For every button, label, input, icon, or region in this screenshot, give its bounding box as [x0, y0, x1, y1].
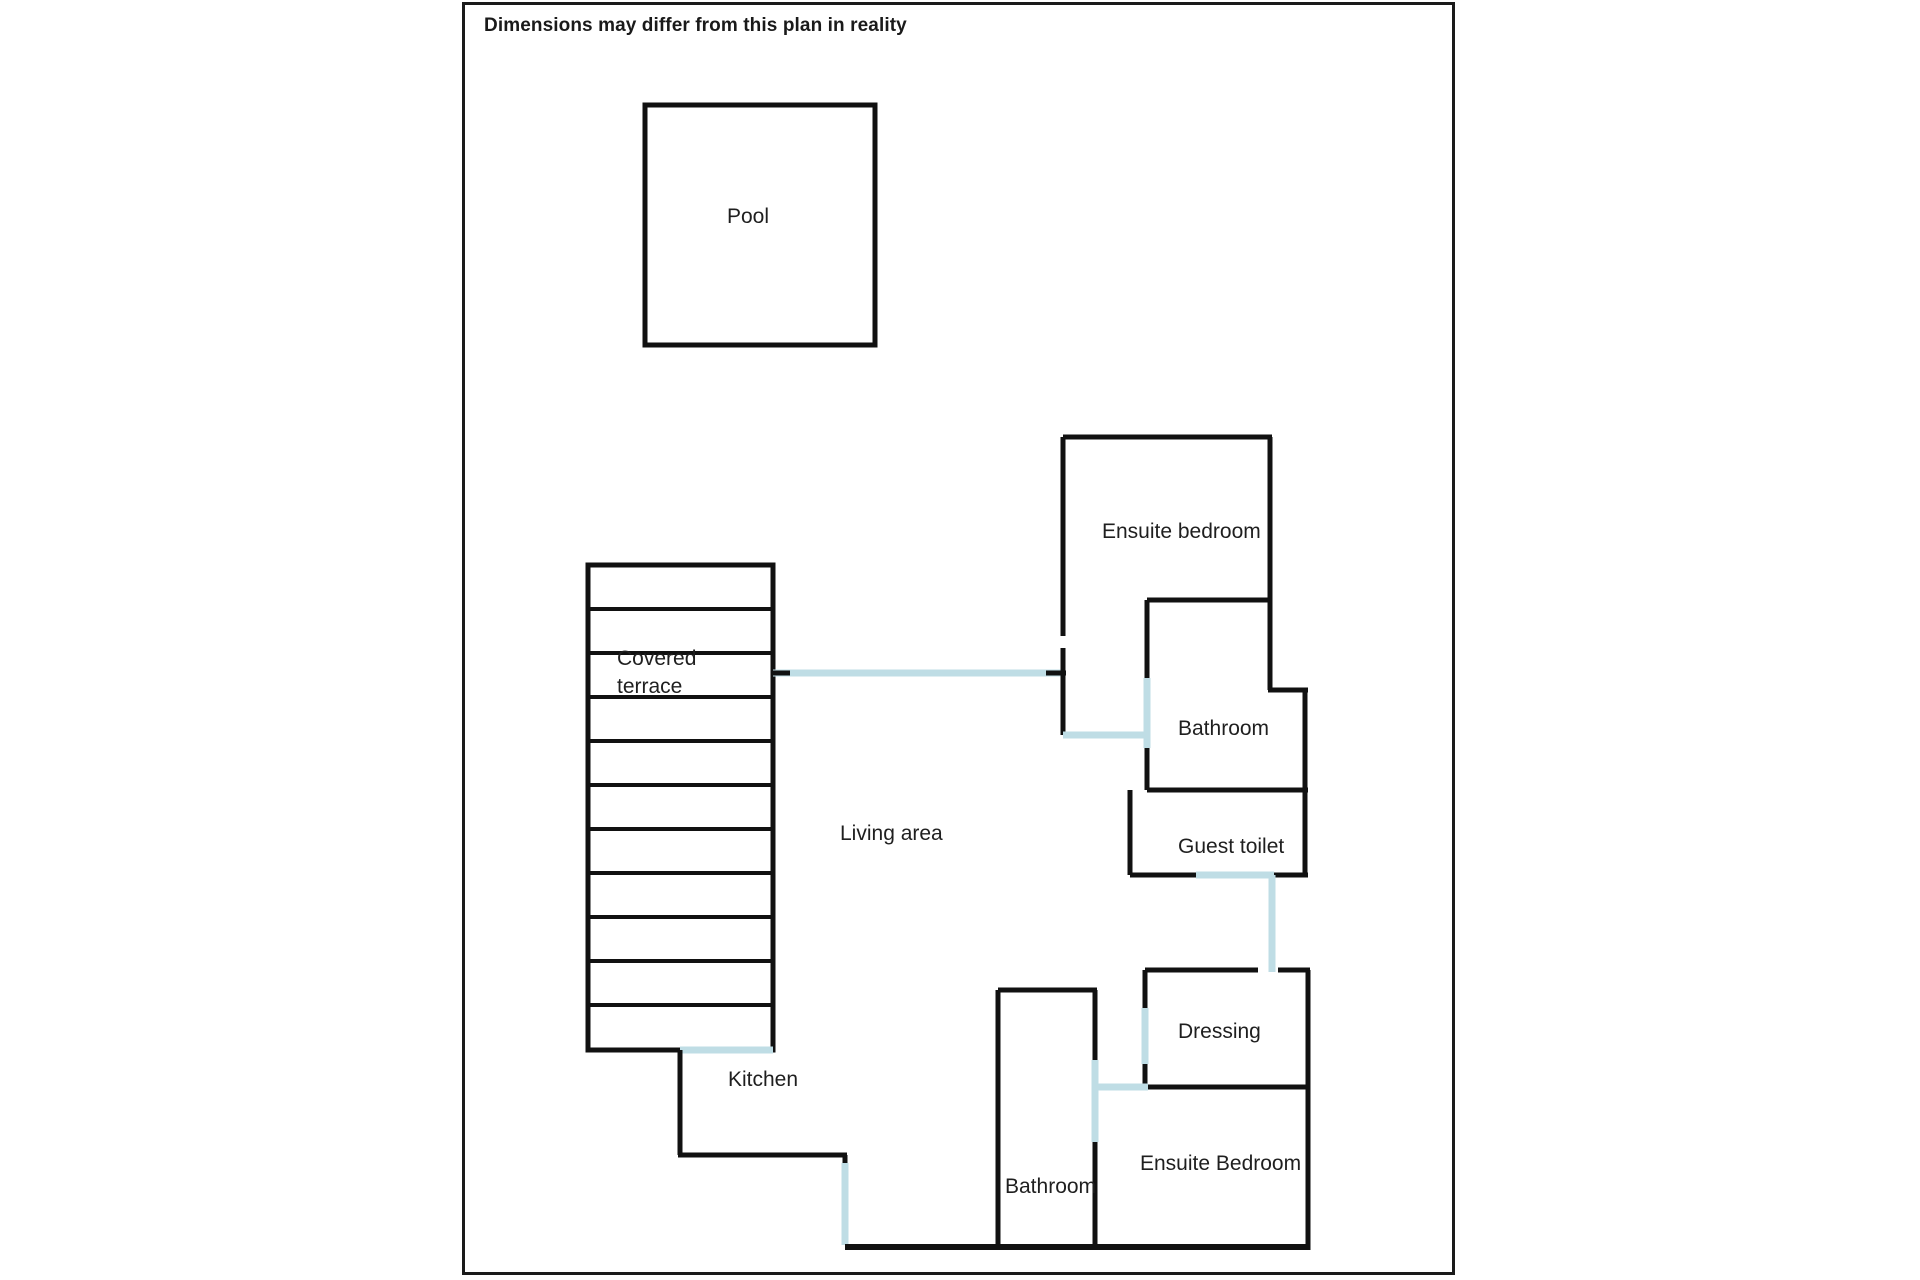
plan-disclaimer-note: Dimensions may differ from this plan in … [484, 15, 907, 36]
plan-border-frame [462, 2, 1455, 1275]
room-label-pool: Pool [727, 205, 770, 228]
room-label-living-area: Living area [840, 822, 943, 845]
room-label-dressing: Dressing [1178, 1020, 1261, 1043]
room-label-covered-terrace-line1: Covered [617, 647, 697, 670]
room-label-covered-terrace-line2: terrace [617, 675, 683, 698]
room-label-bathroom-lower: Bathroom [1005, 1175, 1097, 1198]
room-label-guest-toilet: Guest toilet [1178, 835, 1285, 858]
room-label-bathroom-upper: Bathroom [1178, 717, 1270, 740]
room-label-ensuite-bedroom-upper: Ensuite bedroom [1102, 520, 1261, 543]
room-label-ensuite-bedroom-lower: Ensuite Bedroom [1140, 1152, 1302, 1175]
room-label-kitchen: Kitchen [728, 1068, 799, 1091]
